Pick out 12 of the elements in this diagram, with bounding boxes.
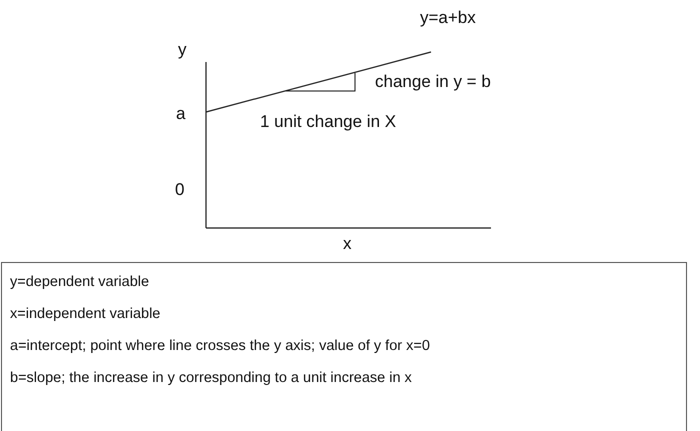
definition-text: y=dependent variable — [10, 273, 150, 291]
definition-text: a=intercept; point where line crosses the y axis; value of y for x=0 — [10, 337, 430, 355]
equation-title: y=a+bx — [420, 8, 476, 28]
definitions-panel — [1, 262, 687, 431]
axis-label: 0 — [175, 180, 184, 200]
definition-text: x=independent variable — [10, 305, 160, 323]
axis-label: y — [178, 40, 186, 60]
annotation: change in y = b — [375, 72, 491, 92]
annotation: 1 unit change in X — [260, 112, 396, 132]
definition-text: b=slope; the increase in y corresponding to a unit increase in x — [10, 369, 412, 387]
axis-label: x — [343, 234, 352, 254]
axis-label: a — [176, 104, 186, 124]
